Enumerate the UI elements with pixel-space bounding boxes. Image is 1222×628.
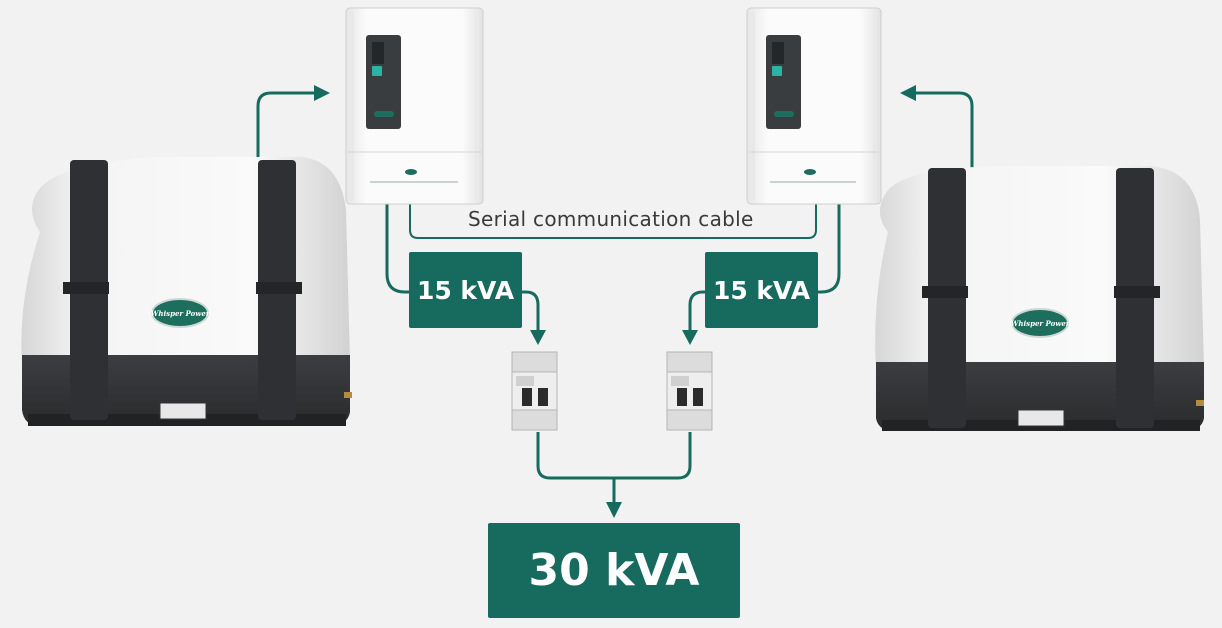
total-output-box: 30 kVA xyxy=(488,523,740,618)
arrow-to-right-breaker xyxy=(682,330,698,345)
arrow-to-total-output xyxy=(606,502,622,518)
left-generator-logo: Whisper Power xyxy=(151,309,211,318)
left-output-box: 15 kVA xyxy=(409,252,522,328)
right-output-box: 15 kVA xyxy=(705,252,818,328)
left-generator: Whisper Power xyxy=(21,157,352,426)
left-generator-to-inverter-line xyxy=(256,91,316,160)
arrow-to-right-inverter xyxy=(900,85,916,101)
left-box-to-breaker-line xyxy=(522,290,540,330)
arrow-to-left-breaker xyxy=(530,330,546,345)
connection-lines xyxy=(256,91,974,504)
arrow-heads xyxy=(314,85,916,518)
serial-cable-label: Serial communication cable xyxy=(462,207,760,231)
right-generator-logo: Whisper Power xyxy=(1011,319,1071,328)
right-breaker-combine-line xyxy=(614,432,692,480)
right-inverter xyxy=(746,7,882,205)
arrow-to-left-inverter xyxy=(314,85,330,101)
left-inverter xyxy=(345,7,484,205)
right-box-to-breaker-line xyxy=(688,290,706,330)
left-inverter-output-line xyxy=(385,204,410,294)
left-circuit-breaker xyxy=(511,351,558,431)
left-breaker-combine-line xyxy=(536,432,614,480)
serial-communication-cable xyxy=(409,204,817,239)
right-generator: Whisper Power xyxy=(875,166,1204,431)
right-circuit-breaker xyxy=(666,351,713,431)
right-inverter-output-line xyxy=(818,204,841,294)
right-generator-to-inverter-line xyxy=(914,91,974,168)
